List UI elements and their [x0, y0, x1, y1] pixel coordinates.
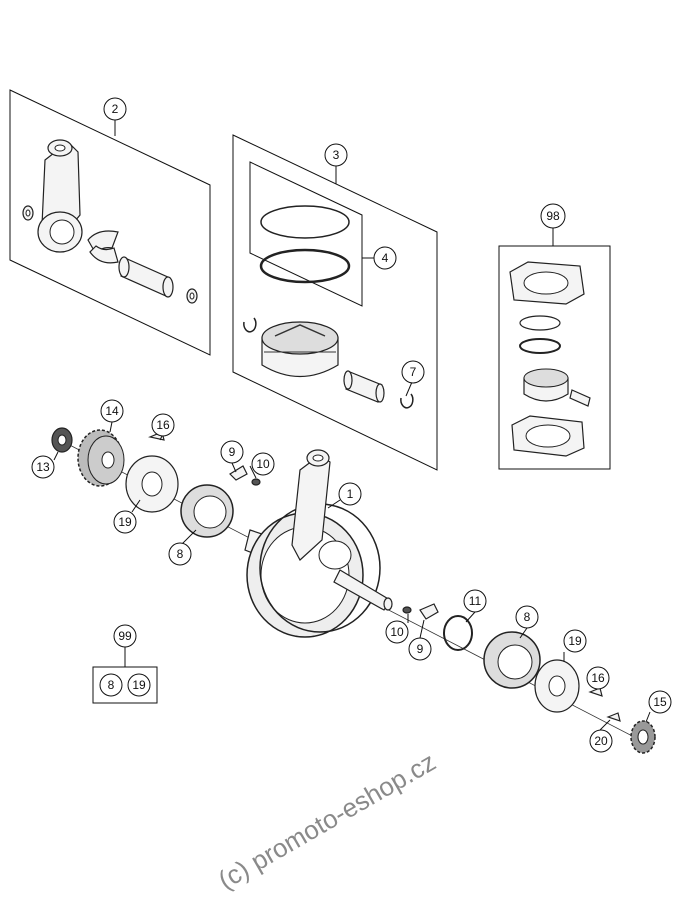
callout-9-right: 9 — [408, 637, 432, 661]
callout-4: 4 — [373, 246, 397, 270]
svg-text:1: 1 — [347, 487, 354, 501]
shim-washer-left — [125, 455, 179, 513]
svg-text:3: 3 — [333, 148, 340, 162]
con-rod-kit-panel — [9, 89, 211, 356]
callout-20: 20 — [589, 729, 613, 753]
callout-15: 15 — [648, 690, 672, 714]
callout-9-left: 9 — [220, 440, 244, 464]
callout-11: 11 — [463, 589, 487, 613]
callout-13: 13 — [31, 455, 55, 479]
svg-text:11: 11 — [469, 594, 482, 608]
main-bearing-right — [483, 631, 541, 689]
svg-text:10: 10 — [390, 625, 404, 639]
svg-text:98: 98 — [546, 209, 560, 223]
callout-7: 7 — [401, 360, 425, 384]
svg-text:19: 19 — [132, 678, 146, 692]
svg-text:8: 8 — [108, 678, 115, 692]
piston-drawing — [261, 321, 339, 378]
callout-1: 1 — [338, 482, 362, 506]
right-crank-parts — [402, 603, 656, 754]
piston-rings-drawing — [259, 205, 351, 284]
callout-2: 2 — [103, 97, 127, 121]
leader-lines — [53, 381, 651, 731]
kit-99-box: 8 19 — [92, 666, 158, 704]
svg-text:99: 99 — [118, 629, 132, 643]
kit-99-item-19: 19 — [127, 673, 151, 697]
callout-99: 99 — [113, 624, 137, 648]
o-ring-right — [443, 615, 473, 651]
callout-19-left: 19 — [113, 510, 137, 534]
callout-16-right: 16 — [586, 666, 610, 690]
main-bearing-left — [180, 484, 234, 538]
svg-text:8: 8 — [524, 610, 531, 624]
svg-text:19: 19 — [568, 634, 582, 648]
callout-8-right: 8 — [515, 605, 539, 629]
crank-pin-drawing — [118, 256, 174, 298]
svg-text:16: 16 — [591, 671, 605, 685]
piston-pin-drawing — [343, 370, 385, 403]
svg-text:8: 8 — [177, 547, 184, 561]
callout-14: 14 — [100, 399, 124, 423]
callout-16-left: 16 — [151, 413, 175, 437]
base-gasket-drawing — [511, 415, 585, 457]
svg-text:2: 2 — [112, 102, 119, 116]
svg-text:4: 4 — [382, 251, 389, 265]
thrust-washer-drawing — [22, 205, 198, 304]
left-crank-parts — [51, 427, 261, 538]
connecting-rod-drawing — [37, 139, 83, 253]
primary-gear-drawing — [77, 429, 125, 487]
callout-8-left: 8 — [168, 542, 192, 566]
svg-text:9: 9 — [417, 642, 424, 656]
crankshaft-drawing — [59, 439, 641, 741]
svg-text:15: 15 — [653, 695, 667, 709]
circlip-drawing — [243, 317, 414, 409]
kit-piston-drawing — [523, 368, 569, 402]
svg-text:16: 16 — [156, 418, 170, 432]
svg-text:10: 10 — [256, 457, 270, 471]
timing-gear-drawing — [630, 720, 656, 754]
svg-text:9: 9 — [229, 445, 236, 459]
bearing-shells-drawing — [87, 230, 119, 264]
head-gasket-drawing — [509, 261, 585, 305]
callout-98: 98 — [540, 203, 566, 229]
callout-3: 3 — [324, 143, 348, 167]
svg-text:20: 20 — [594, 734, 608, 748]
svg-text:14: 14 — [105, 404, 119, 418]
piston-kit-panel — [232, 134, 438, 471]
top-end-kit-panel — [498, 228, 611, 470]
shim-washer-right — [534, 659, 580, 713]
svg-text:19: 19 — [118, 515, 132, 529]
watermark: (c) promoto-eshop.cz — [213, 746, 441, 895]
svg-text:13: 13 — [36, 460, 50, 474]
svg-text:7: 7 — [410, 365, 417, 379]
callout-19-right: 19 — [563, 629, 587, 653]
callout-10-left: 10 — [251, 452, 275, 476]
callout-10-right: 10 — [385, 620, 409, 644]
kit-99-item-8: 8 — [99, 673, 123, 697]
